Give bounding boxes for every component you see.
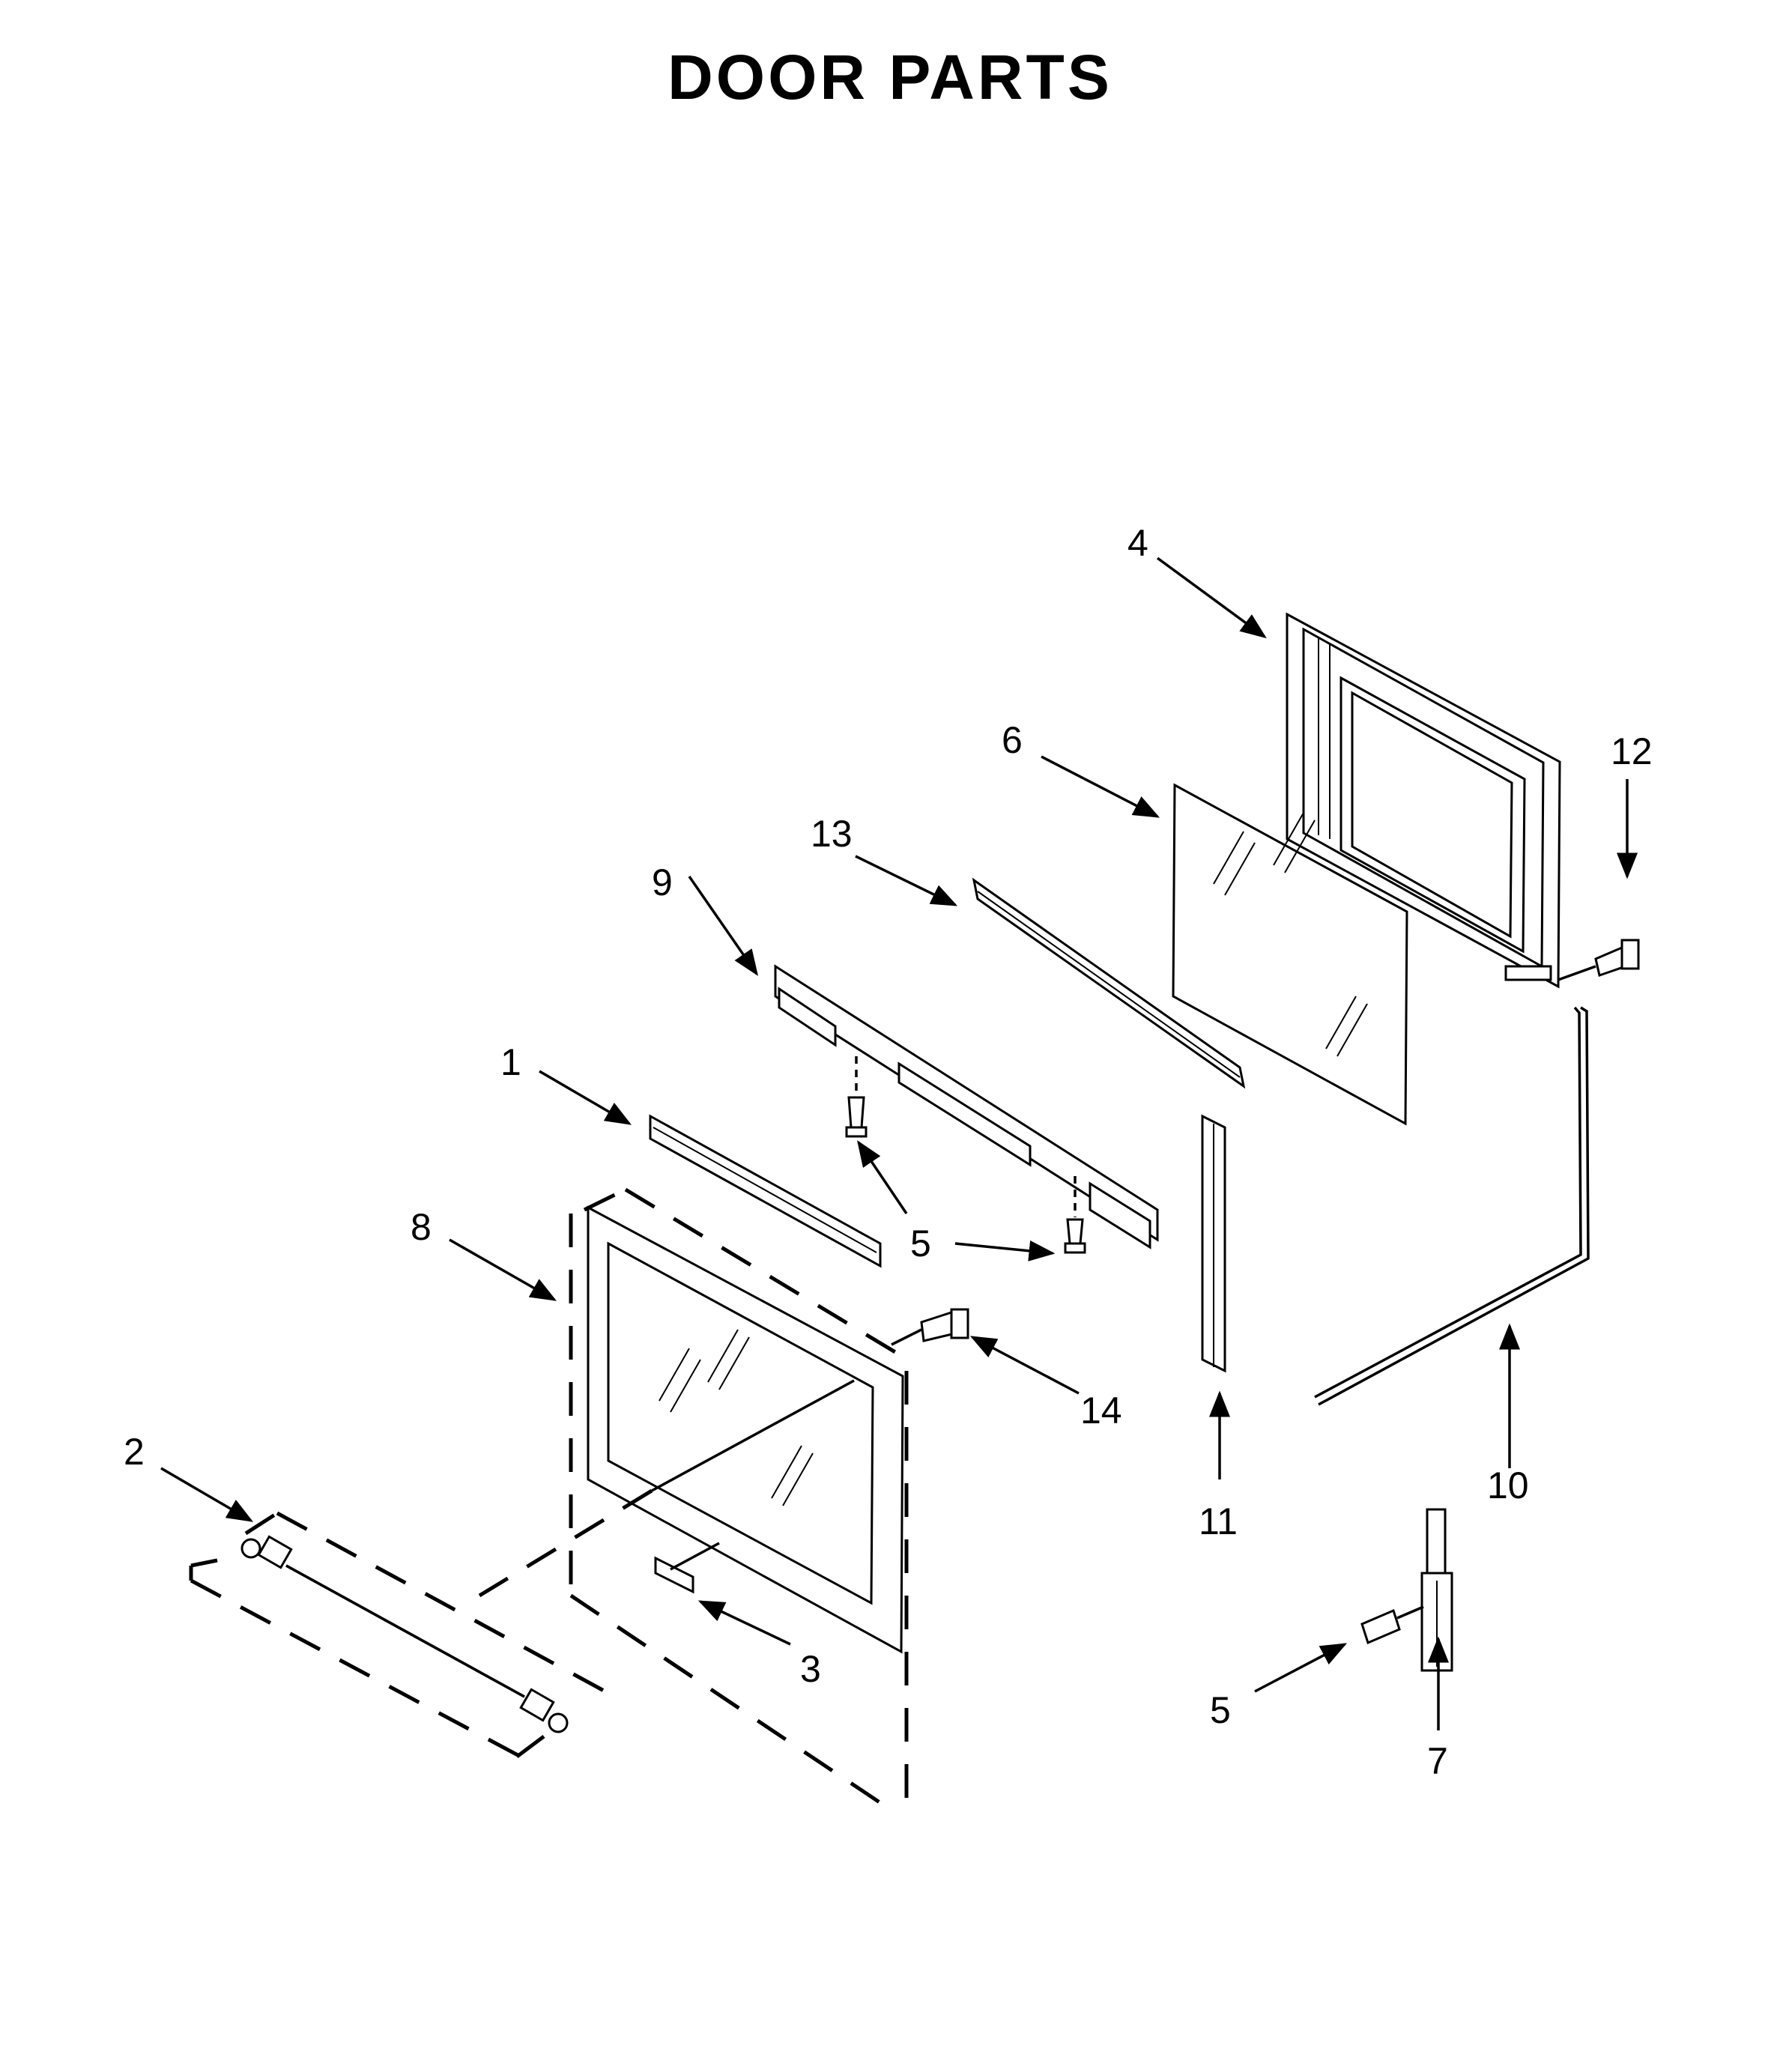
- handle-mount-dash: [478, 1488, 653, 1598]
- leader-5a: [857, 1140, 908, 1214]
- part-11-side-strip: [1201, 1114, 1226, 1373]
- part-8-dash-outline: [569, 1187, 909, 1820]
- leader-14: [969, 1336, 1080, 1395]
- leader-5b: [954, 1240, 1056, 1261]
- part-2-handle: [240, 1535, 569, 1733]
- part-7-hinge: [1420, 1508, 1453, 1672]
- callout-11: 11: [1199, 1500, 1238, 1542]
- callout-4: 4: [1127, 522, 1148, 564]
- callout-2: 2: [124, 1431, 145, 1473]
- callout-10: 10: [1487, 1464, 1529, 1506]
- callout-6: 6: [1002, 719, 1023, 761]
- part-6-glass-panel: [1172, 783, 1408, 1126]
- callout-5-rail: 5: [910, 1223, 931, 1264]
- leader-6: [1041, 755, 1160, 818]
- leader-2: [160, 1467, 254, 1522]
- leader-8: [449, 1238, 557, 1301]
- diagram-title: DOOR PARTS: [668, 42, 1112, 112]
- leader-4: [1156, 557, 1267, 639]
- part-9-bracket-rail: [774, 964, 1159, 1249]
- leader-9: [688, 876, 758, 976]
- part-12-screw: [1558, 939, 1640, 981]
- callout-5-hinge: 5: [1210, 1689, 1231, 1731]
- part-2-dash-outline: [189, 1511, 623, 1759]
- callout-labels: 4 6 12 13 9 1 8 5 14 11 10 2 3 5 7: [124, 522, 1653, 1782]
- callout-8: 8: [411, 1206, 432, 1248]
- part-1-top-trim: [649, 1114, 882, 1268]
- part-5-screw-hinge: [1360, 1605, 1424, 1645]
- leader-3: [697, 1600, 791, 1646]
- part-5-screws-rail: [845, 1056, 1086, 1254]
- leader-5c: [1254, 1643, 1348, 1693]
- callout-1: 1: [500, 1041, 521, 1083]
- badge-mount-line: [670, 1542, 720, 1571]
- leader-13: [855, 855, 958, 906]
- callout-3: 3: [800, 1648, 821, 1690]
- leader-1: [539, 1070, 632, 1125]
- part-4-door-liner: [1286, 612, 1561, 989]
- callout-7: 7: [1427, 1740, 1448, 1782]
- part-8-outer-door: [587, 1205, 904, 1654]
- part-10-gasket: [1314, 1006, 1590, 1406]
- part-13-trim-strip: [972, 877, 1246, 1089]
- part-14-screw: [891, 1308, 969, 1346]
- callout-12: 12: [1611, 730, 1653, 772]
- callout-14: 14: [1080, 1390, 1122, 1432]
- callout-13: 13: [811, 813, 853, 855]
- callout-9: 9: [652, 861, 673, 903]
- leader-arrows: [160, 557, 1638, 1730]
- handle-mount-line: [651, 1379, 855, 1492]
